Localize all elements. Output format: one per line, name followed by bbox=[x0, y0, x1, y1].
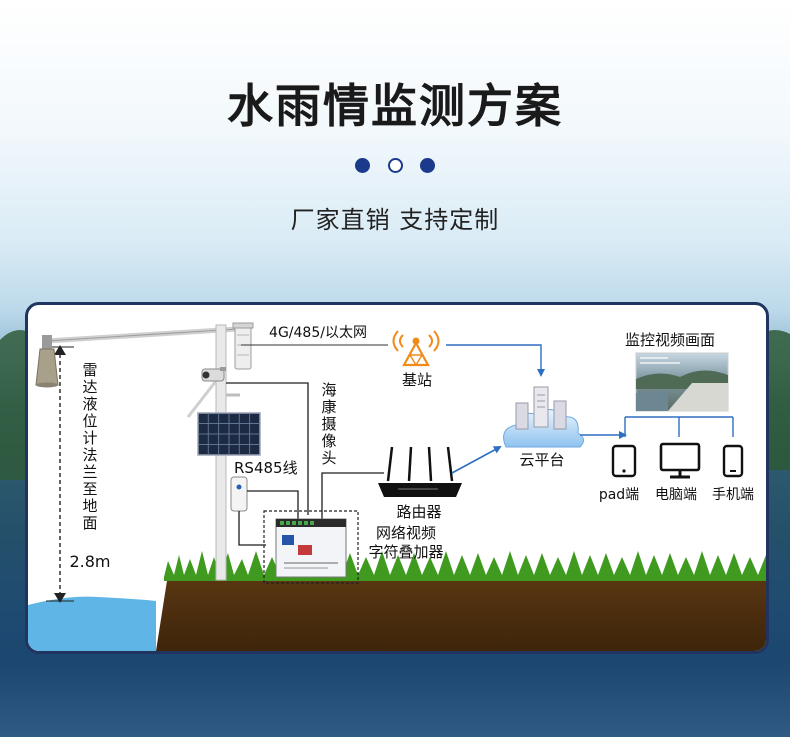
height-value: 2.8m bbox=[69, 552, 110, 571]
cameraLabel-char: 摄 bbox=[321, 415, 336, 433]
heightLabel-char: 至 bbox=[82, 480, 97, 498]
heightLabel-char: 法 bbox=[82, 446, 97, 464]
dot-filled-left bbox=[355, 158, 371, 173]
heightLabel-char: 计 bbox=[82, 429, 97, 447]
radar-level-sensor bbox=[35, 326, 239, 388]
cameraLabel-char: 康 bbox=[321, 398, 336, 416]
sensor-box bbox=[230, 476, 248, 512]
rs485-label: RS485线 bbox=[234, 459, 298, 477]
height-indicator: 雷达液位计法兰至地面 2.8m bbox=[46, 345, 111, 603]
router-label: 路由器 bbox=[396, 503, 441, 521]
rain-gauge bbox=[232, 322, 254, 370]
grass-strip bbox=[164, 549, 766, 581]
cameraLabel-char: 海 bbox=[321, 381, 336, 399]
base-station-icon bbox=[392, 330, 440, 367]
background-water bbox=[0, 660, 790, 737]
water-body bbox=[28, 596, 156, 651]
terminal-phone-label: 手机端 bbox=[712, 487, 754, 503]
solar-panel bbox=[197, 412, 261, 456]
page-subtitle: 厂家直销 支持定制 bbox=[290, 206, 500, 234]
heightLabel-char: 地 bbox=[82, 497, 97, 515]
cameraLabel-char: 像 bbox=[321, 432, 336, 450]
phone-icon bbox=[722, 444, 744, 478]
cloud-platform-label: 云平台 bbox=[519, 451, 564, 469]
system-diagram-panel: 雷达液位计法兰至地面 2.8m bbox=[25, 302, 769, 654]
camera-label: 海康摄像头 bbox=[321, 381, 336, 467]
system-diagram: 雷达液位计法兰至地面 2.8m bbox=[28, 322, 766, 651]
heightLabel-char: 位 bbox=[82, 412, 97, 430]
arrow-link-to-cloud bbox=[446, 344, 545, 377]
cloud-platform-icon bbox=[503, 386, 584, 448]
heightLabel-char: 雷 bbox=[82, 361, 97, 379]
title-dots bbox=[0, 155, 790, 175]
monitor-video-frame bbox=[635, 352, 729, 412]
overlay-label-line1: 网络视频 bbox=[376, 524, 436, 542]
router-icon bbox=[378, 446, 462, 497]
monitor-title: 监控视频画面 bbox=[625, 331, 715, 349]
heightLabel-char: 液 bbox=[82, 395, 97, 413]
dot-filled-right bbox=[419, 158, 435, 173]
heightLabel-char: 兰 bbox=[82, 463, 97, 481]
network-link: 4G/485/以太网 bbox=[241, 325, 388, 346]
video-overlay-device bbox=[263, 510, 359, 584]
terminal-pc-label: 电脑端 bbox=[655, 487, 697, 503]
arrow-router-to-cloud bbox=[451, 446, 502, 474]
terminal-connections bbox=[580, 416, 734, 439]
height-label: 雷达液位计法兰至地面 bbox=[82, 361, 97, 532]
terminal-pad-label: pad端 bbox=[599, 487, 639, 503]
wiring-lines bbox=[226, 382, 384, 546]
soil-ground bbox=[156, 575, 766, 651]
heightLabel-char: 面 bbox=[82, 514, 97, 532]
network-link-label: 4G/485/以太网 bbox=[269, 325, 367, 341]
cameraLabel-char: 头 bbox=[321, 449, 336, 467]
overlay-label-line2: 字符叠加器 bbox=[368, 543, 443, 561]
base-station-label: 基站 bbox=[402, 371, 432, 389]
page-title: 水雨情监测方案 bbox=[227, 79, 563, 133]
camera-icon bbox=[201, 367, 226, 382]
heightLabel-char: 达 bbox=[82, 378, 97, 396]
dot-ring-center bbox=[387, 158, 403, 173]
computer-icon bbox=[659, 442, 701, 479]
pad-icon bbox=[611, 444, 637, 478]
